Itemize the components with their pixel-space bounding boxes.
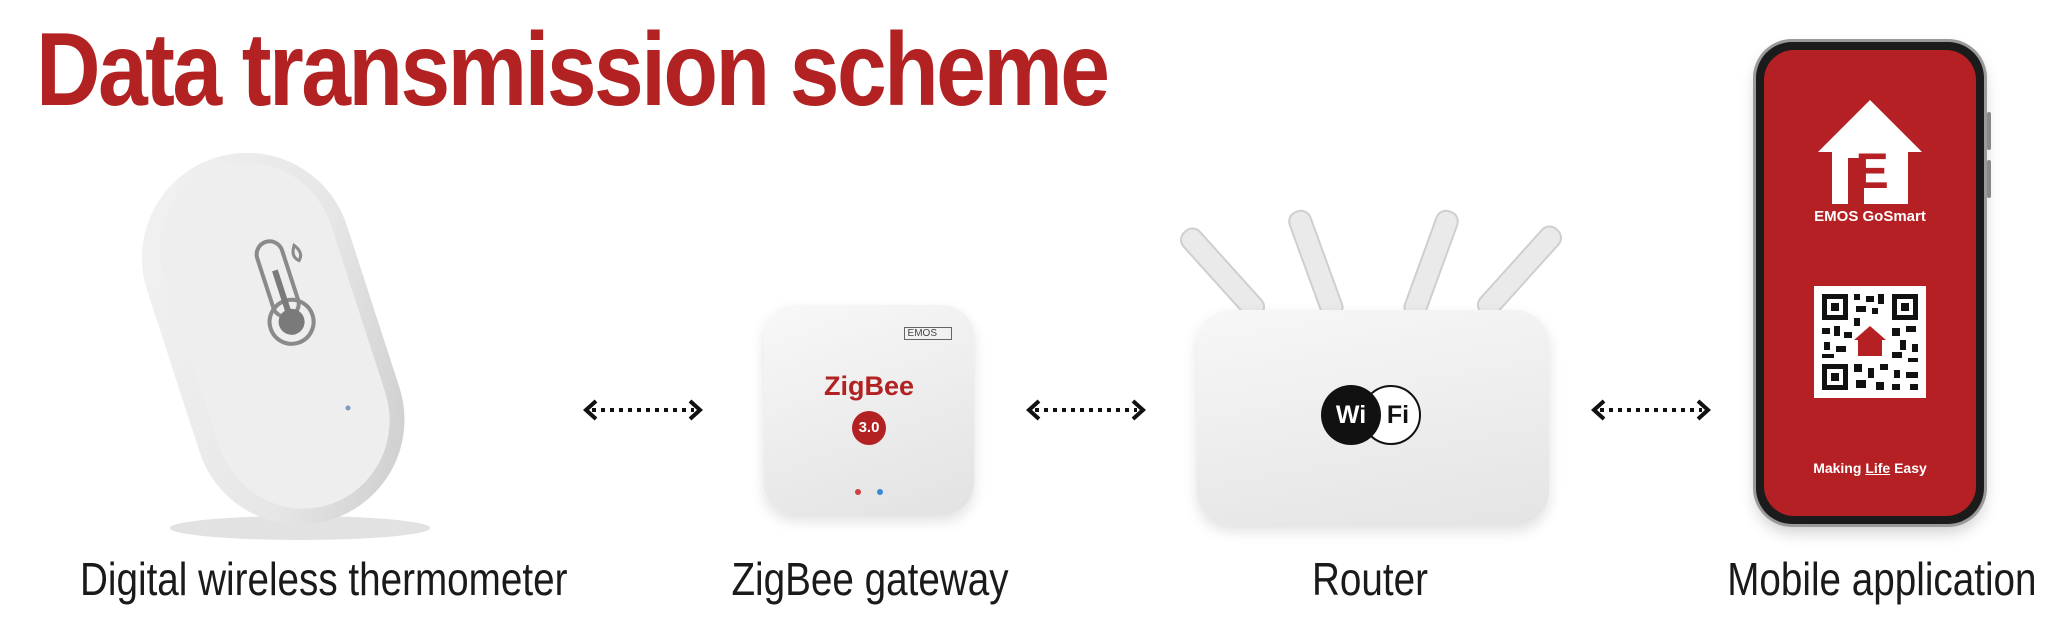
emos-house-letter: E bbox=[1855, 143, 1889, 199]
bidirectional-arrow-icon bbox=[1026, 399, 1146, 421]
router-label: Router bbox=[1312, 553, 1428, 605]
tagline-emphasis: Life bbox=[1865, 460, 1891, 476]
gateway-label: ZigBee gateway bbox=[731, 553, 1009, 605]
tagline-prefix: Making bbox=[1813, 460, 1866, 476]
wifi-logo: Wi Fi bbox=[1321, 385, 1431, 449]
emos-house-logo-icon bbox=[1818, 100, 1922, 204]
bidirectional-arrow-icon bbox=[1591, 399, 1711, 421]
app-name: EMOS GoSmart bbox=[1814, 208, 1926, 225]
smartphone-icon: E EMOS GoSmart Making Life Easy bbox=[1756, 42, 1991, 524]
thermometer-sensor-icon bbox=[141, 152, 430, 540]
tagline-suffix: Easy bbox=[1890, 460, 1927, 476]
emos-brand-tag: EMOS bbox=[903, 327, 952, 340]
mobile-app-label: Mobile application bbox=[1727, 553, 2037, 605]
wifi-logo-left: Wi bbox=[1321, 385, 1381, 445]
phone-screen: E EMOS GoSmart Making Life Easy bbox=[1764, 50, 1976, 516]
phone-side-button bbox=[1987, 160, 1991, 198]
zigbee-logo-text: ZigBee bbox=[823, 371, 915, 401]
zigbee-version-badge: 3.0 bbox=[852, 411, 886, 445]
router-body: Wi Fi bbox=[1197, 310, 1549, 525]
wifi-router-icon: Wi Fi bbox=[1150, 195, 1590, 535]
zigbee-gateway-icon: EMOS ZigBee 3.0 bbox=[764, 305, 974, 515]
thermometer-label: Digital wireless thermometer bbox=[80, 553, 568, 605]
bidirectional-arrow-icon bbox=[583, 399, 703, 421]
blue-status-led-icon bbox=[877, 489, 883, 495]
qr-code-icon bbox=[1814, 286, 1926, 398]
red-status-led-icon bbox=[855, 489, 861, 495]
router-antennas-icon bbox=[1180, 209, 1562, 320]
page-title: Data transmission scheme bbox=[36, 12, 1110, 128]
app-tagline: Making Life Easy bbox=[1764, 460, 1976, 476]
phone-side-button bbox=[1987, 112, 1991, 150]
